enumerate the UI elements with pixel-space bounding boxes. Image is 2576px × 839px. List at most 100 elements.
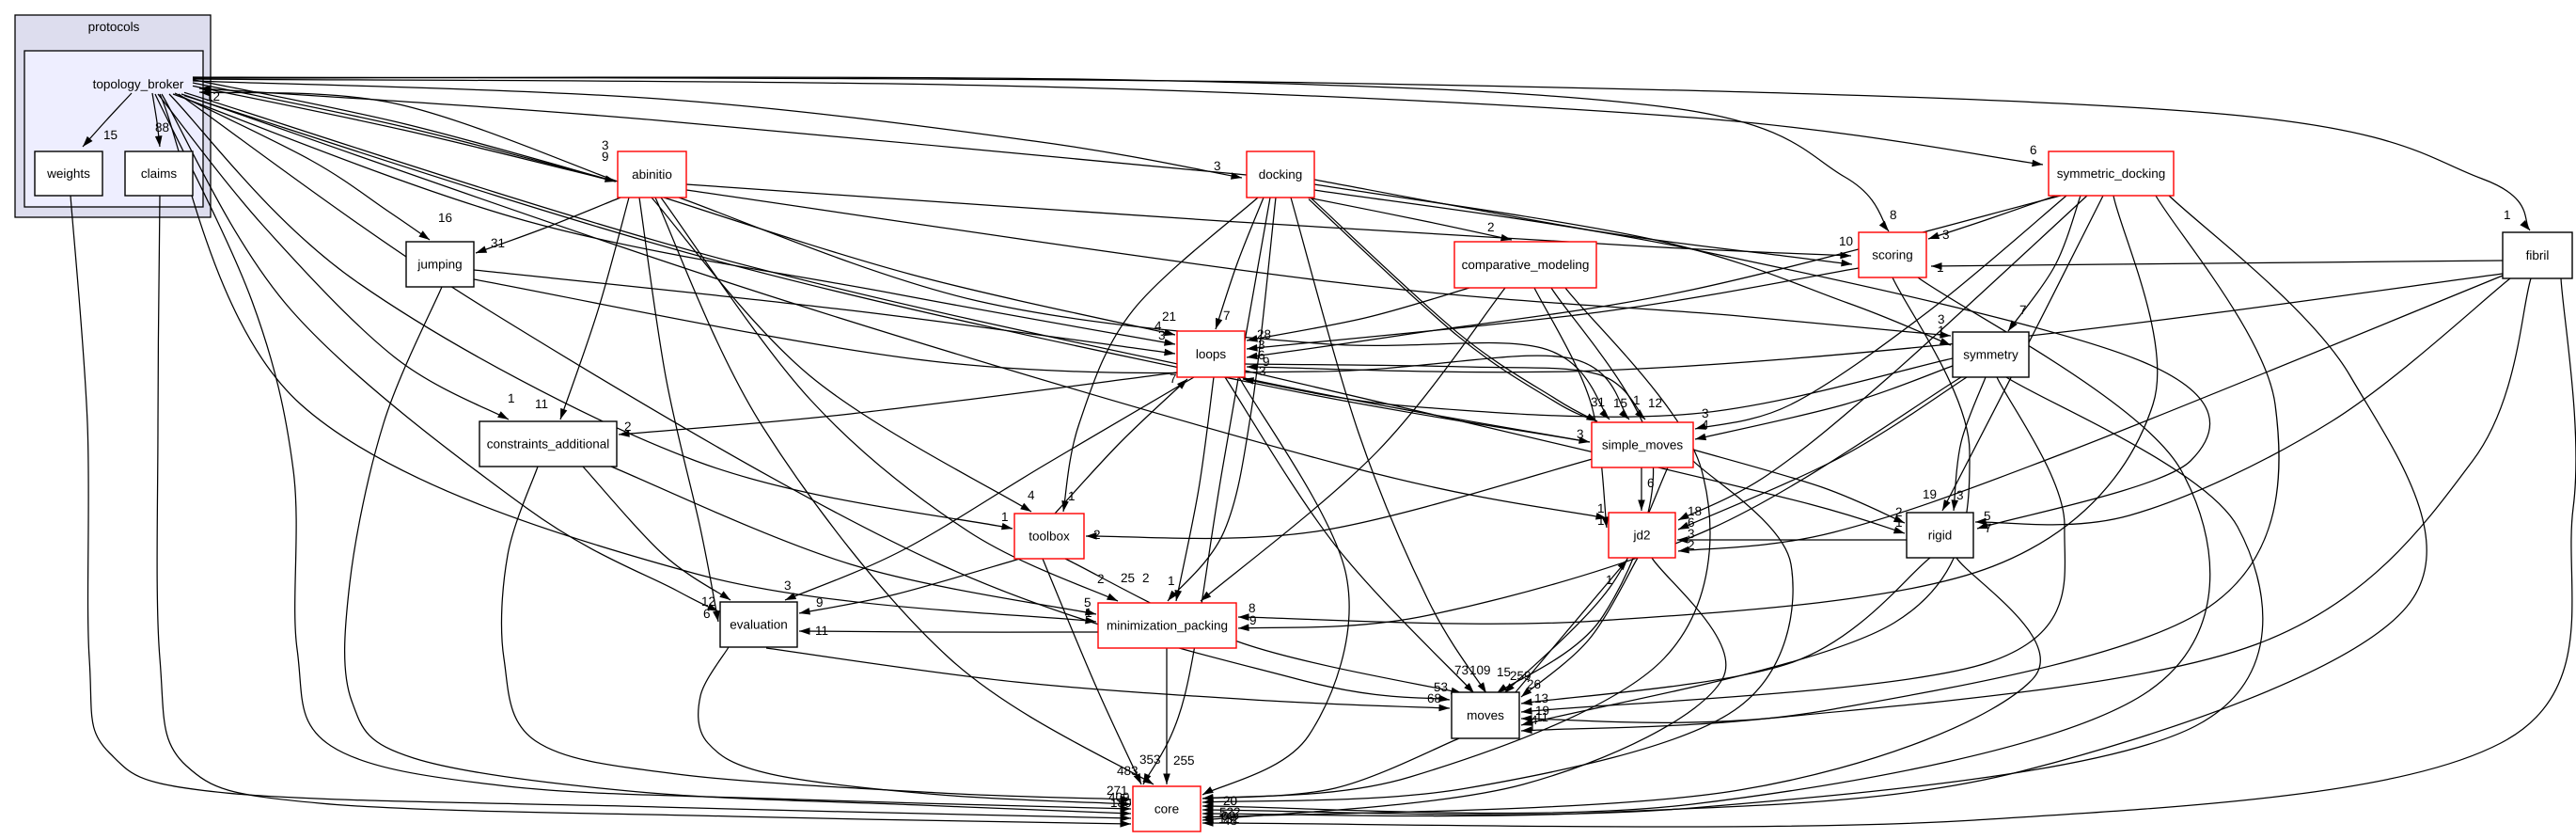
svg-text:15: 15 xyxy=(103,128,118,142)
svg-text:1: 1 xyxy=(508,391,515,405)
svg-text:symmetry: symmetry xyxy=(1963,348,2018,362)
svg-text:1: 1 xyxy=(2504,208,2511,222)
svg-text:simple_moves: simple_moves xyxy=(1602,438,1684,452)
svg-text:3: 3 xyxy=(1259,364,1266,378)
svg-text:3: 3 xyxy=(784,578,792,593)
svg-text:7: 7 xyxy=(1170,372,1177,386)
svg-text:68: 68 xyxy=(1427,691,1441,705)
svg-text:9: 9 xyxy=(816,595,824,609)
svg-text:minimization_packing: minimization_packing xyxy=(1107,619,1228,633)
svg-text:6: 6 xyxy=(1647,476,1655,490)
svg-text:4: 4 xyxy=(1028,488,1035,502)
svg-text:protocols: protocols xyxy=(88,20,140,34)
svg-text:63: 63 xyxy=(1221,809,1235,823)
svg-text:topology_broker: topology_broker xyxy=(93,77,184,91)
svg-text:3: 3 xyxy=(1702,406,1709,420)
svg-text:409: 409 xyxy=(1108,790,1130,804)
svg-text:255: 255 xyxy=(1173,753,1195,768)
svg-text:loops: loops xyxy=(1196,347,1227,361)
svg-text:scoring: scoring xyxy=(1872,248,1913,262)
svg-text:21: 21 xyxy=(1162,309,1176,324)
svg-text:1: 1 xyxy=(1606,573,1613,587)
svg-text:1: 1 xyxy=(1168,574,1175,588)
svg-text:claims: claims xyxy=(141,166,178,181)
svg-text:2: 2 xyxy=(1142,571,1150,585)
svg-text:jumping: jumping xyxy=(416,258,462,272)
svg-text:28: 28 xyxy=(1257,327,1271,341)
svg-text:3: 3 xyxy=(602,138,609,152)
svg-text:8: 8 xyxy=(1249,601,1256,615)
svg-text:2: 2 xyxy=(1487,220,1495,234)
svg-text:11: 11 xyxy=(815,624,828,638)
svg-text:522: 522 xyxy=(1219,805,1241,819)
svg-text:2: 2 xyxy=(1097,572,1105,586)
svg-text:20: 20 xyxy=(1223,794,1237,808)
svg-text:docking: docking xyxy=(1259,167,1303,182)
svg-text:109: 109 xyxy=(1469,663,1491,677)
svg-text:6: 6 xyxy=(1688,515,1695,530)
svg-text:symmetric_docking: symmetric_docking xyxy=(2057,166,2166,181)
svg-text:31: 31 xyxy=(1591,395,1605,409)
svg-text:19: 19 xyxy=(1923,487,1937,501)
svg-text:180: 180 xyxy=(1110,796,1132,810)
svg-text:core: core xyxy=(1154,802,1179,816)
svg-text:3: 3 xyxy=(1688,527,1695,541)
svg-text:1: 1 xyxy=(1895,515,1903,530)
svg-text:48: 48 xyxy=(1223,814,1237,828)
svg-text:20: 20 xyxy=(1223,794,1237,808)
svg-text:6: 6 xyxy=(1258,348,1265,362)
svg-text:comparative_modeling: comparative_modeling xyxy=(1462,258,1590,272)
svg-text:3: 3 xyxy=(1956,488,1964,502)
svg-text:13: 13 xyxy=(1534,691,1548,705)
svg-text:19: 19 xyxy=(1535,704,1549,718)
svg-text:1: 1 xyxy=(1068,489,1076,503)
svg-text:4: 4 xyxy=(1531,713,1538,727)
svg-text:15: 15 xyxy=(1497,665,1511,679)
svg-text:weights: weights xyxy=(46,166,90,181)
svg-text:2: 2 xyxy=(1093,528,1101,542)
svg-text:3: 3 xyxy=(1258,338,1265,352)
svg-text:2: 2 xyxy=(1688,538,1695,552)
svg-text:toolbox: toolbox xyxy=(1029,530,1070,544)
svg-text:evaluation: evaluation xyxy=(730,618,788,632)
svg-text:1: 1 xyxy=(1937,261,1944,275)
svg-text:4: 4 xyxy=(1154,319,1162,333)
svg-text:9: 9 xyxy=(1263,355,1270,369)
svg-text:9: 9 xyxy=(1249,613,1257,627)
svg-text:16: 16 xyxy=(438,211,452,225)
svg-text:31: 31 xyxy=(491,236,505,250)
svg-text:constraints_additional: constraints_additional xyxy=(487,437,610,451)
svg-text:73: 73 xyxy=(1454,663,1469,677)
svg-text:6: 6 xyxy=(703,607,711,621)
svg-text:12: 12 xyxy=(1648,396,1662,410)
svg-text:2: 2 xyxy=(1895,505,1903,519)
svg-text:26: 26 xyxy=(1527,677,1541,691)
svg-text:3: 3 xyxy=(1938,312,1945,326)
svg-text:jd2: jd2 xyxy=(1632,529,1650,543)
svg-text:moves: moves xyxy=(1467,708,1504,722)
svg-text:7: 7 xyxy=(2019,303,2027,317)
svg-text:5: 5 xyxy=(1084,595,1092,609)
svg-text:2: 2 xyxy=(624,420,632,434)
svg-text:6: 6 xyxy=(2030,143,2037,157)
svg-text:abinitio: abinitio xyxy=(632,167,672,182)
svg-text:8: 8 xyxy=(1890,208,1897,222)
svg-text:1: 1 xyxy=(1597,514,1605,528)
svg-text:3: 3 xyxy=(1577,427,1584,441)
svg-text:5: 5 xyxy=(1984,509,1991,523)
svg-text:1: 1 xyxy=(1529,720,1536,734)
svg-text:353: 353 xyxy=(1139,752,1161,767)
svg-text:88: 88 xyxy=(155,120,169,135)
svg-text:11: 11 xyxy=(1535,710,1548,724)
svg-text:4: 4 xyxy=(1702,418,1709,432)
svg-text:3: 3 xyxy=(1942,228,1950,242)
svg-text:7: 7 xyxy=(1223,309,1231,323)
svg-text:1: 1 xyxy=(1001,510,1009,524)
svg-text:18: 18 xyxy=(1688,504,1702,518)
svg-text:1: 1 xyxy=(1633,393,1641,407)
svg-text:132: 132 xyxy=(1218,812,1240,826)
svg-text:271: 271 xyxy=(1107,784,1128,798)
svg-text:3: 3 xyxy=(1158,328,1166,342)
svg-text:25: 25 xyxy=(1121,571,1135,585)
svg-text:10: 10 xyxy=(1839,234,1853,248)
